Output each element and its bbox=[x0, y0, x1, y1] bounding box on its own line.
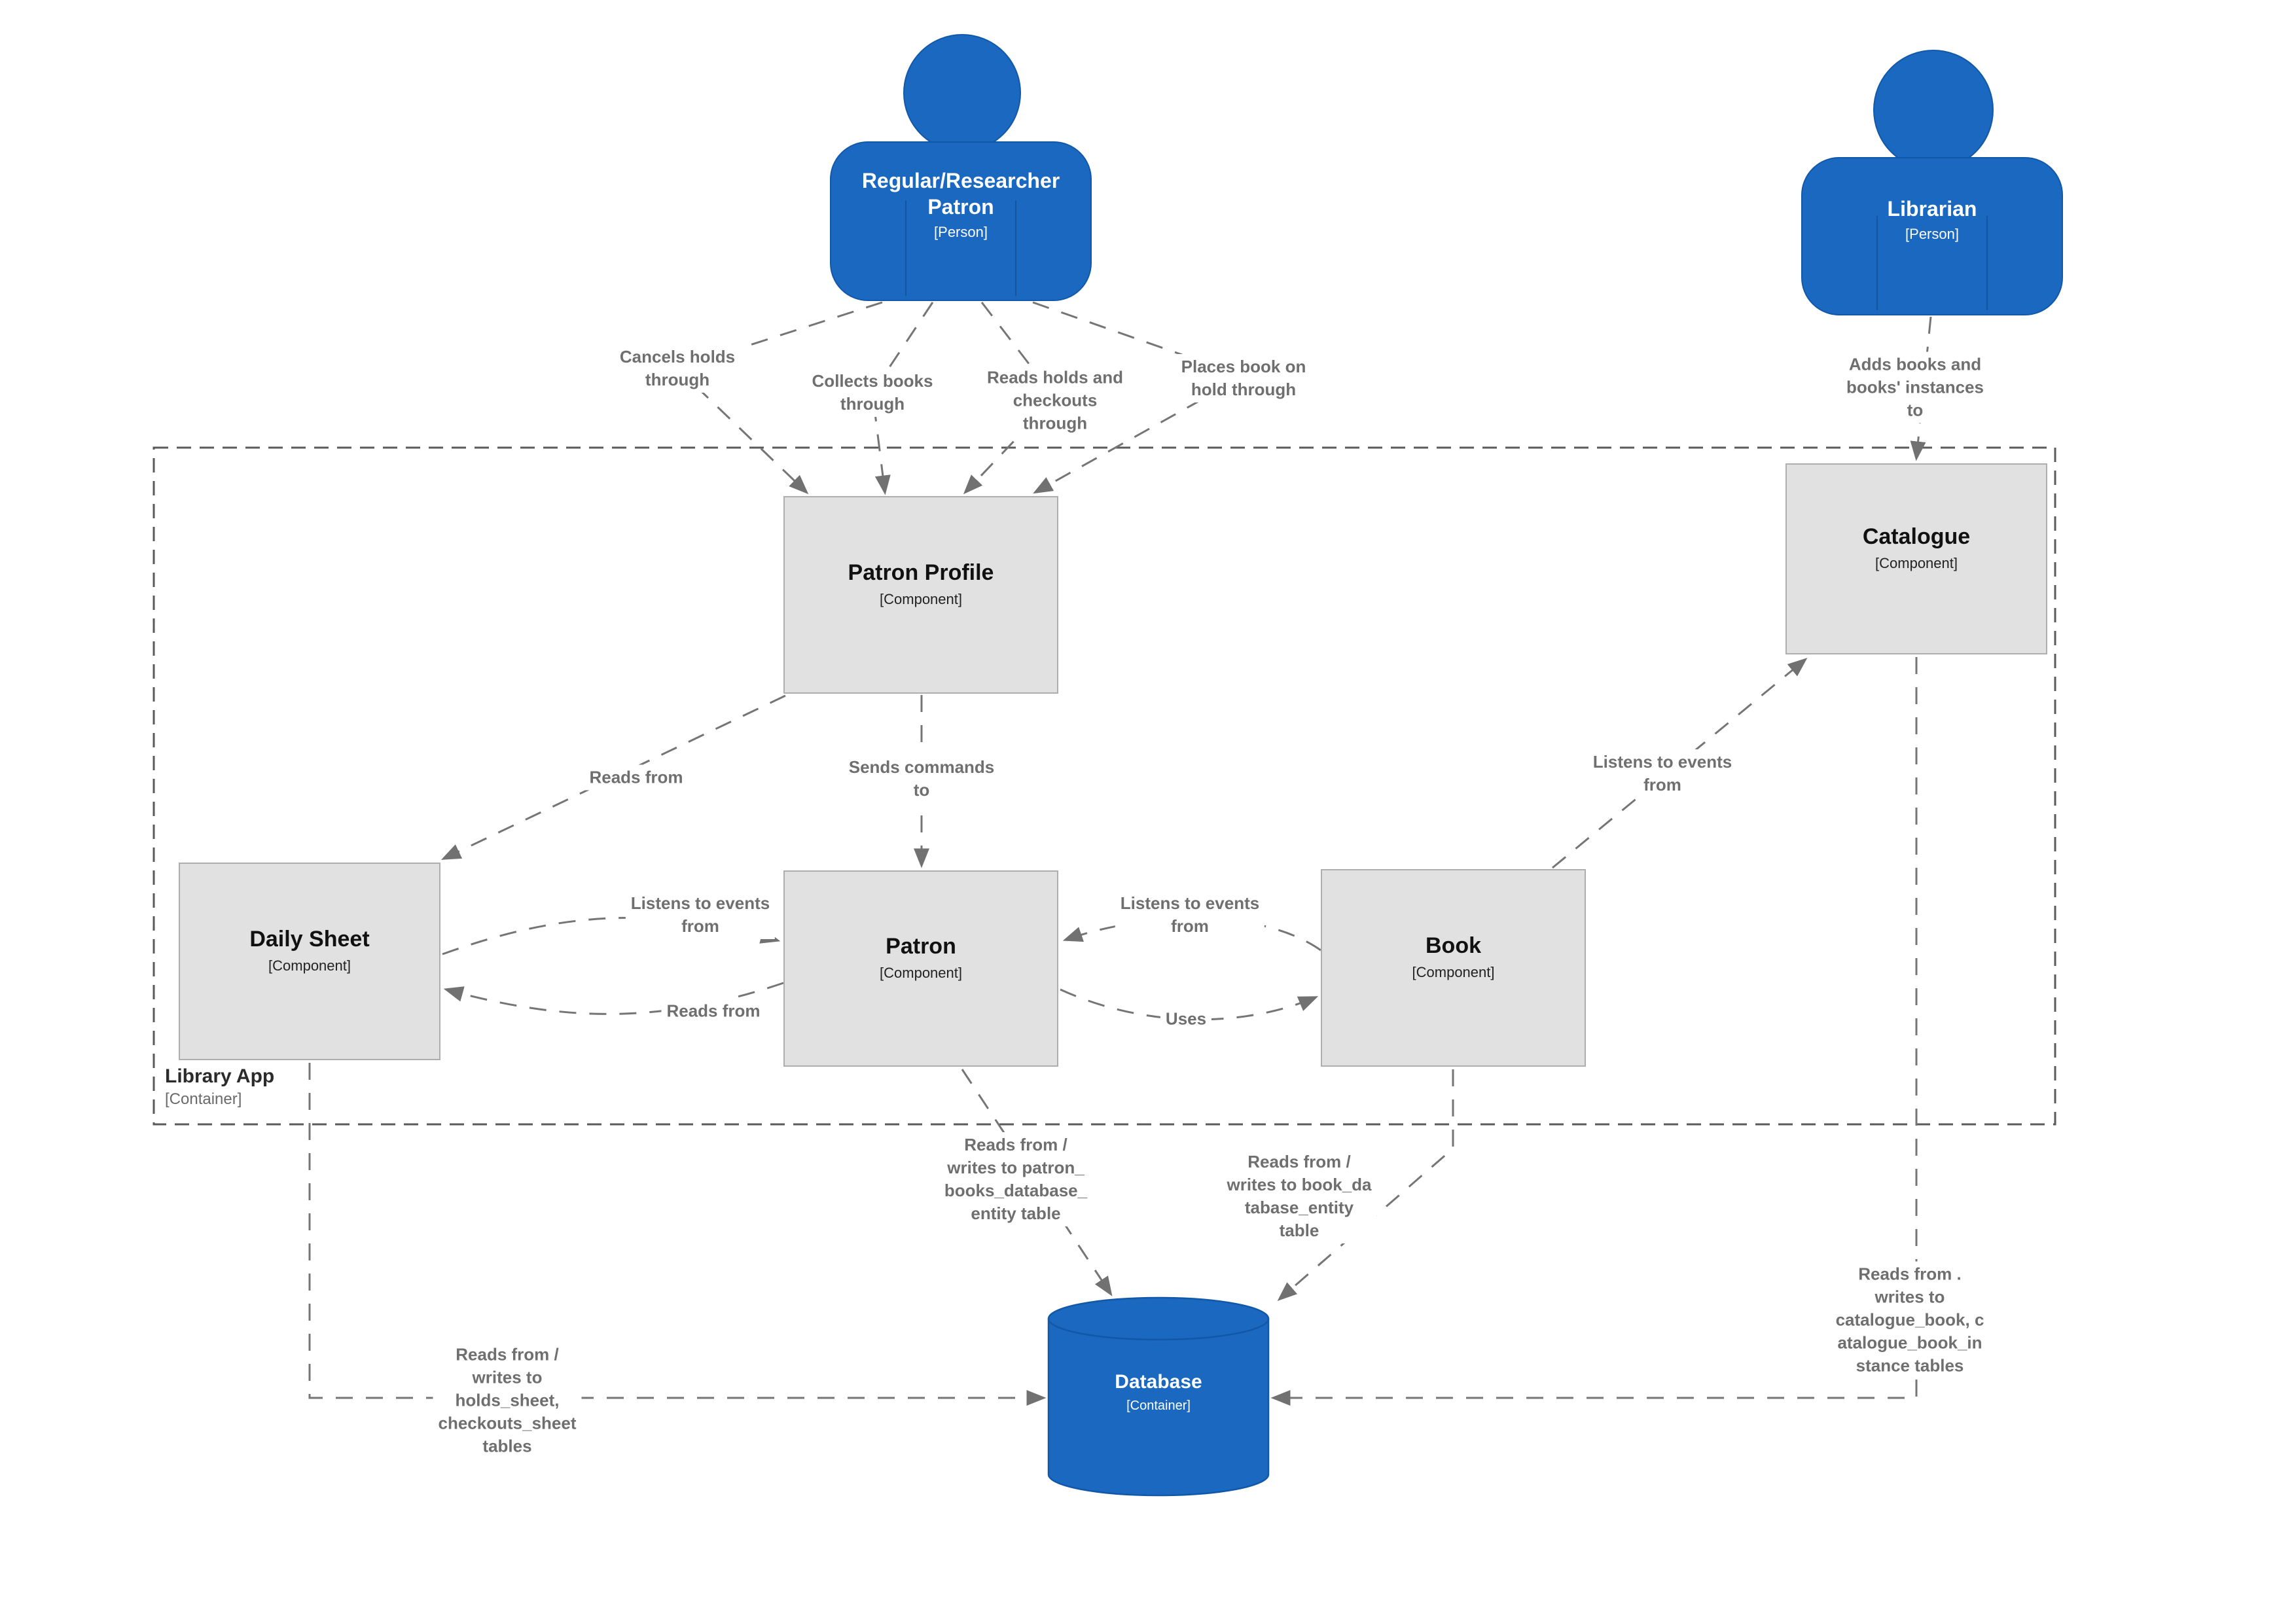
component-catalogue: Catalogue [Component] bbox=[1785, 463, 2047, 654]
component-patron-profile: Patron Profile [Component] bbox=[783, 496, 1058, 694]
rel-label-book-listens-patron: Listens to events from bbox=[1115, 891, 1265, 939]
person-head-icon bbox=[903, 34, 1021, 152]
rel-label-daily-sheet-db: Reads from / writes to holds_sheet, chec… bbox=[433, 1342, 582, 1459]
component-name: Patron bbox=[886, 933, 956, 959]
person-arm-line bbox=[1015, 200, 1016, 296]
rel-label-patron-reads-daily-sheet: Reads from bbox=[661, 998, 766, 1024]
person-head-icon bbox=[1873, 50, 1994, 170]
library-app-boundary-label: Library App [Container] bbox=[165, 1065, 274, 1109]
rel-label-reads-holds-checkouts: Reads holds and checkouts through bbox=[981, 365, 1129, 437]
component-book: Book [Component] bbox=[1321, 869, 1586, 1067]
rel-label-book-db: Reads from / writes to book_da tabase_en… bbox=[1221, 1149, 1377, 1243]
rel-label-catalogue-db: Reads from . writes to catalogue_book, c… bbox=[1830, 1261, 1990, 1379]
person-arm-line bbox=[1876, 216, 1878, 310]
rel-label-sends-commands: Sends commands to bbox=[843, 755, 1000, 803]
person-body: Librarian [Person] bbox=[1801, 157, 2063, 315]
rel-line-catalogue-db bbox=[1270, 657, 1918, 1406]
boundary-type: [Container] bbox=[165, 1090, 242, 1108]
component-name: Daily Sheet bbox=[249, 926, 370, 952]
rel-label-collects-books: Collects books through bbox=[806, 368, 939, 417]
library-app-boundary bbox=[152, 446, 2056, 1126]
person-body: Regular/Researcher Patron [Person] bbox=[830, 141, 1092, 301]
actor-name: Regular/Researcher Patron bbox=[861, 169, 1060, 219]
rel-label-adds-books: Adds books and books' instances to bbox=[1841, 351, 1989, 423]
component-daily-sheet: Daily Sheet [Component] bbox=[179, 863, 440, 1060]
rel-label-patron-db: Reads from / writes to patron_ books_dat… bbox=[939, 1132, 1093, 1226]
actor-name: Librarian bbox=[1887, 197, 1977, 221]
component-type: [Component] bbox=[268, 957, 351, 974]
database-cylinder bbox=[1047, 1296, 1270, 1497]
rel-line-collects-books bbox=[871, 302, 934, 495]
actor-type: [Person] bbox=[934, 224, 988, 240]
rel-label-places-book-on-hold: Places book on hold through bbox=[1175, 354, 1312, 402]
database-name: Database bbox=[1115, 1371, 1202, 1393]
rel-label-patron-uses-book: Uses bbox=[1160, 1006, 1212, 1032]
component-name: Catalogue bbox=[1862, 524, 1971, 549]
component-type: [Component] bbox=[1875, 554, 1958, 571]
person-arm-line bbox=[1986, 216, 1988, 310]
rel-label-book-listens-catalogue: Listens to events from bbox=[1587, 749, 1738, 798]
component-type: [Component] bbox=[1412, 963, 1495, 980]
rel-label-cancels-holds: Cancels holds through bbox=[614, 344, 741, 393]
component-patron: Patron [Component] bbox=[783, 870, 1058, 1067]
boundary-name: Library App bbox=[165, 1065, 275, 1087]
rel-label-daily-sheet-listens-patron: Listens to events from bbox=[625, 891, 776, 939]
component-type: [Component] bbox=[880, 964, 962, 981]
container-database: Database [Container] bbox=[1049, 1371, 1268, 1414]
actor-type: [Person] bbox=[1905, 226, 1959, 242]
component-name: Book bbox=[1426, 933, 1481, 958]
person-arm-line bbox=[905, 200, 906, 296]
rel-line-daily-sheet-db bbox=[308, 1063, 1047, 1406]
database-type: [Container] bbox=[1126, 1399, 1191, 1413]
component-name: Patron Profile bbox=[848, 560, 994, 585]
rel-label-profile-reads-daily-sheet: Reads from bbox=[584, 764, 689, 791]
component-type: [Component] bbox=[880, 590, 962, 607]
